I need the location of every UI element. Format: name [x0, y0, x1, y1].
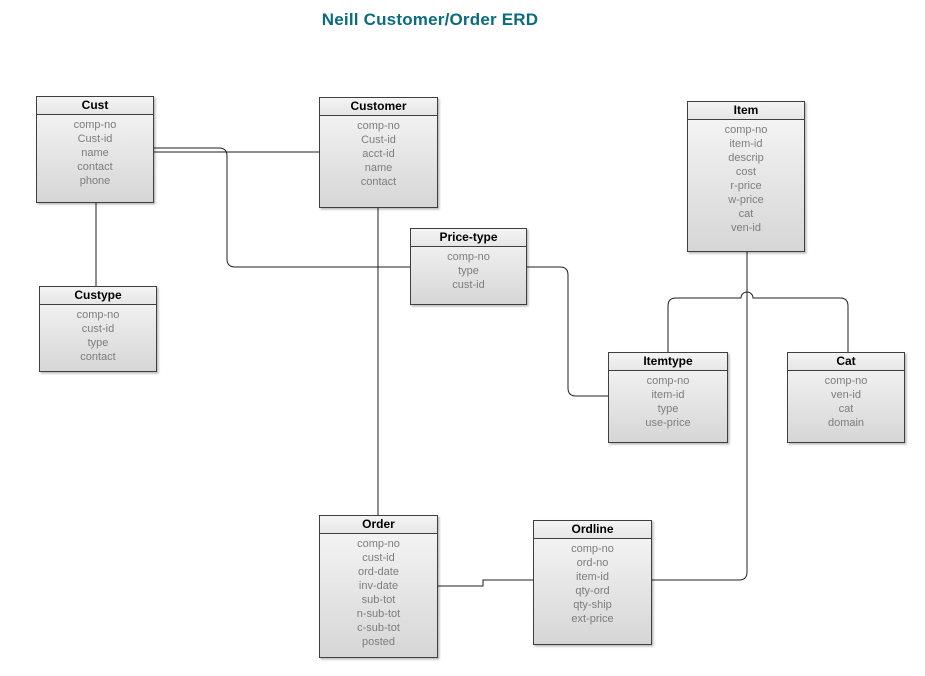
entity-field: use-price — [645, 417, 691, 429]
entity-field: qty-ord — [575, 585, 610, 597]
entity-field: comp-no — [357, 120, 400, 132]
entity-field: posted — [361, 636, 396, 648]
entity-field: cat — [838, 403, 854, 415]
entity-field: item-id — [575, 571, 609, 583]
entity-ordline[interactable]: Ordline comp-no ord-no item-id qty-ord qty-s… — [533, 520, 652, 645]
entity-field: ext-price — [571, 613, 614, 625]
entity-field: inv-date — [358, 580, 399, 592]
entity-fields: comp-no item-id type use-price — [609, 371, 727, 430]
entity-field: contact — [360, 176, 397, 188]
connector-item-ordline[interactable] — [652, 252, 748, 581]
entity-field: cust-id — [81, 323, 115, 335]
entity-field: r-price — [730, 180, 762, 192]
entity-field: cost — [735, 166, 757, 178]
entity-field: ven-id — [831, 389, 861, 401]
entity-field: type — [87, 337, 109, 349]
entity-custype[interactable]: Custype comp-no cust-id type contact — [39, 286, 157, 372]
entity-itemtype[interactable]: Itemtype comp-no item-id type use-price — [608, 352, 728, 443]
entity-field: contact — [80, 351, 116, 363]
connector-price-type-itemtype[interactable] — [527, 266, 608, 397]
connector-order-ordline[interactable] — [438, 579, 533, 587]
entity-field: cust-id — [362, 552, 395, 564]
entity-field: c-sub-tot — [357, 622, 400, 634]
entity-title: Ordline — [534, 521, 651, 539]
entity-title: Cat — [788, 353, 904, 371]
entity-field: cat — [738, 208, 754, 220]
entity-order[interactable]: Order comp-no cust-id ord-date inv-date sub-… — [319, 515, 438, 658]
entity-field: type — [458, 265, 479, 277]
entity-field: ord-date — [358, 566, 399, 578]
entity-cat[interactable]: Cat comp-no ven-id cat domain — [787, 352, 905, 443]
entity-field: comp-no — [724, 124, 768, 136]
entity-fields: comp-no item-id descrip cost r-price w-price c… — [688, 120, 804, 235]
entity-field: comp-no — [76, 309, 120, 321]
entity-field: qty-ship — [573, 599, 612, 611]
entity-field: descrip — [728, 152, 764, 164]
entity-field: domain — [827, 417, 865, 429]
entity-field: comp-no — [571, 543, 614, 555]
entity-field: n-sub-tot — [356, 608, 401, 620]
entity-title: Customer — [320, 98, 437, 116]
entity-field: contact — [77, 161, 113, 173]
entity-field: comp-no — [447, 251, 490, 263]
entity-field: phone — [79, 175, 111, 187]
entity-field: acct-id — [362, 148, 395, 160]
entity-field: item-id — [651, 389, 685, 401]
entity-field: comp-no — [646, 375, 690, 387]
entity-field: item-id — [729, 138, 763, 150]
entity-title: Cust — [37, 97, 153, 115]
entity-field: comp-no — [357, 538, 400, 550]
entity-field: cust-id — [452, 279, 485, 291]
entity-fields: comp-no type cust-id — [411, 247, 526, 292]
entity-fields: comp-no ven-id cat domain — [788, 371, 904, 430]
entity-fields: comp-no ord-no item-id qty-ord qty-ship ext-p… — [534, 539, 651, 626]
entity-field: Cust-id — [361, 134, 396, 146]
entity-field: ven-id — [731, 222, 761, 234]
connector-cust-price-type[interactable] — [154, 147, 410, 268]
entity-field: ord-no — [576, 557, 609, 569]
entity-title: Order — [320, 516, 437, 534]
entity-item[interactable]: Item comp-no item-id descrip cost r-price w-p… — [687, 101, 805, 252]
entity-field: type — [657, 403, 679, 415]
diagram-title: Neill Customer/Order ERD — [321, 10, 539, 29]
connector-itemtype-cat[interactable] — [667, 291, 849, 352]
entity-field: comp-no — [73, 119, 117, 131]
entity-title: Item — [688, 102, 804, 120]
entity-fields: comp-no cust-id ord-date inv-date sub-tot n-s… — [320, 534, 437, 649]
entity-field: name — [81, 147, 109, 159]
entity-field: Cust-id — [77, 133, 113, 145]
entity-field: name — [364, 162, 393, 174]
entity-title: Price-type — [411, 229, 526, 247]
entity-title: Itemtype — [609, 353, 727, 371]
entity-field: sub-tot — [361, 594, 396, 606]
entity-price-type[interactable]: Price-type comp-no type cust-id — [410, 228, 527, 305]
entity-field: comp-no — [824, 375, 868, 387]
entity-title: Custype — [40, 287, 156, 305]
entity-field: w-price — [728, 194, 764, 206]
entity-fields: comp-no cust-id type contact — [40, 305, 156, 364]
